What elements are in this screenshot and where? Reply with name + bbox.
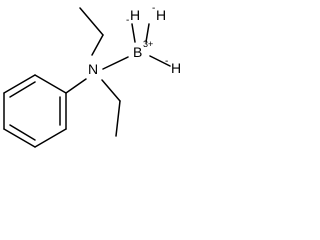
hydride-top-charge: - bbox=[152, 3, 155, 14]
phenyl-ring bbox=[3, 74, 67, 148]
bond-b-h-top bbox=[145, 23, 150, 43]
bond-n-phenyl bbox=[65, 78, 87, 94]
atom-b-charge: 3+ bbox=[143, 39, 153, 49]
bond-ethyl2-ch3 bbox=[115, 100, 121, 137]
hydride-right: H bbox=[171, 60, 181, 76]
atom-b: B bbox=[133, 44, 142, 60]
bond-b-h-left bbox=[131, 23, 136, 43]
bond-b-h-right bbox=[149, 55, 171, 67]
hydride-top: H bbox=[156, 7, 166, 23]
atom-n: N bbox=[88, 61, 98, 77]
hydride-left: H bbox=[130, 7, 140, 23]
chemical-structure: N B 3+ - H - H - H bbox=[3, 3, 181, 148]
bond-n-b bbox=[102, 56, 129, 70]
bond-n-ethyl2-ch2 bbox=[101, 79, 121, 102]
bond-ethyl1-ch3 bbox=[79, 7, 104, 36]
structure-diagram: N B 3+ - H - H - H bbox=[0, 0, 189, 157]
bond-n-ethyl1-ch2 bbox=[91, 34, 104, 56]
hydride-right-charge: - bbox=[165, 56, 168, 67]
hydride-left-charge: - bbox=[126, 15, 129, 26]
